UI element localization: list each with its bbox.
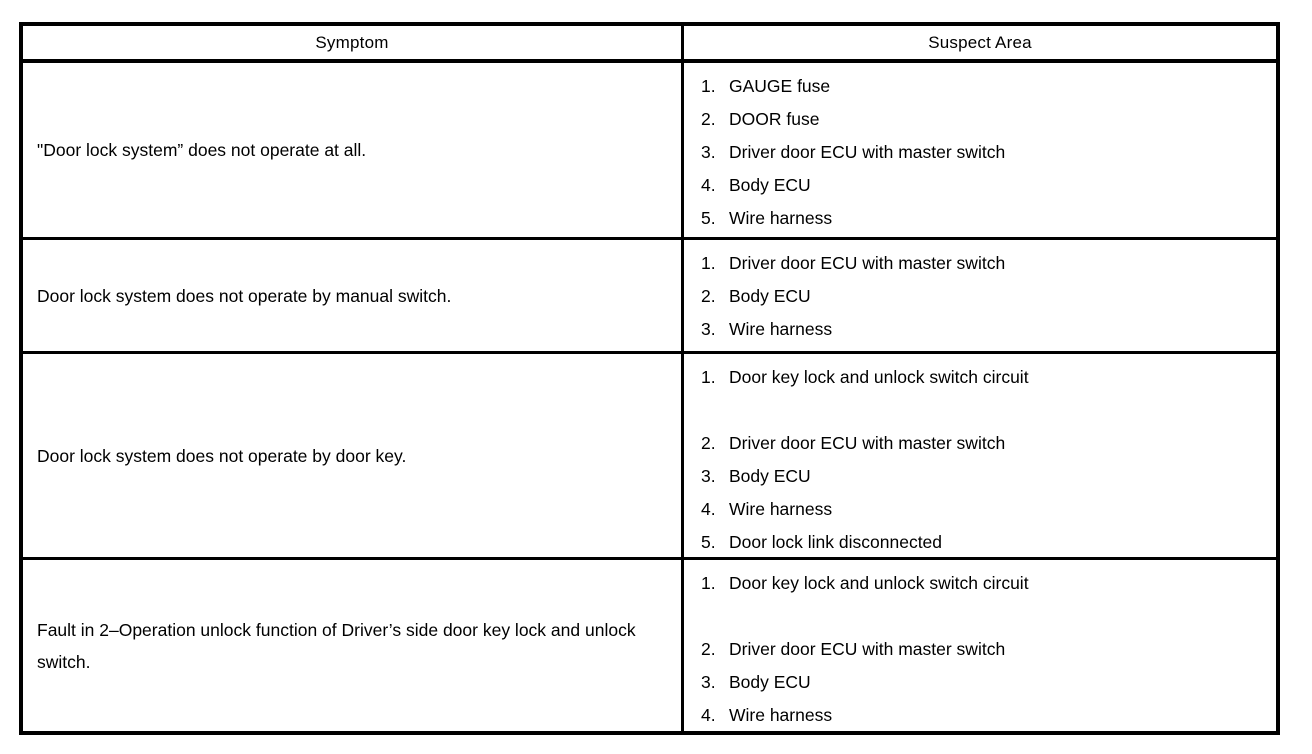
suspect-item-number: 5.	[701, 208, 716, 228]
suspect-item: 4. Wire harness	[701, 493, 1270, 526]
table-row: Fault in 2–Operation unlock function of …	[23, 557, 1276, 731]
suspect-item: 2. Driver door ECU with master switch	[701, 427, 1270, 460]
suspect-item: 3. Driver door ECU with master switch	[701, 136, 1270, 169]
suspect-item-text: Driver door ECU with master switch	[729, 253, 1006, 273]
suspect-item-number: 1.	[701, 367, 716, 387]
table-row: Door lock system does not operate by doo…	[23, 351, 1276, 557]
header-cell-symptom: Symptom	[23, 26, 684, 59]
suspect-item-text: Driver door ECU with master switch	[729, 639, 1006, 659]
suspect-item-text: Door lock link disconnected	[729, 532, 943, 552]
symptom-cell: Door lock system does not operate by doo…	[23, 354, 684, 557]
suspect-item-text: Body ECU	[729, 466, 811, 486]
header-cell-suspect-area: Suspect Area	[928, 32, 1032, 52]
suspect-area-cell: 1. GAUGE fuse 2. DOOR fuse 3. Driver doo…	[684, 63, 1276, 237]
suspect-item: 5. Door lock link disconnected	[701, 526, 1270, 559]
table-header-row: Symptom Suspect Area	[23, 26, 1276, 63]
suspect-item: 4. Body ECU	[701, 169, 1270, 202]
symptom-text: "Door lock system” does not operate at a…	[37, 140, 367, 160]
suspect-item-number: 1.	[701, 253, 716, 273]
suspect-item: 1. Door key lock and unlock switch circu…	[701, 567, 1270, 600]
suspect-item-number: 2.	[701, 433, 716, 453]
suspect-area-cell: 1. Driver door ECU with master switch 2.…	[684, 240, 1276, 351]
suspect-item-number: 4.	[701, 705, 716, 725]
suspect-item-text: Body ECU	[729, 286, 811, 306]
suspect-item-text: Wire harness	[729, 499, 833, 519]
suspect-item-number: 1.	[701, 76, 716, 96]
suspect-item: 2. DOOR fuse	[701, 103, 1270, 136]
suspect-area-cell: 1. Door key lock and unlock switch circu…	[684, 354, 1276, 557]
suspect-item: 2. Driver door ECU with master switch	[701, 633, 1270, 666]
suspect-item-number: 2.	[701, 639, 716, 659]
suspect-item-text: Body ECU	[729, 672, 811, 692]
symptom-cell: "Door lock system” does not operate at a…	[23, 63, 684, 237]
suspect-item-text: Door key lock and unlock switch circuit	[729, 573, 1029, 593]
suspect-item-number: 2.	[701, 109, 716, 129]
suspect-item: 2. Body ECU	[701, 280, 1270, 313]
suspect-item-text: Body ECU	[729, 175, 811, 195]
suspect-item: 1. Driver door ECU with master switch	[701, 247, 1270, 280]
symptom-suspect-table: Symptom Suspect Area "Door lock system” …	[19, 22, 1280, 735]
symptom-text: Door lock system does not operate by man…	[37, 285, 452, 306]
suspect-item-number: 3.	[701, 672, 716, 692]
suspect-item: 3. Body ECU	[701, 460, 1270, 493]
symptom-cell: Door lock system does not operate by man…	[23, 240, 684, 351]
suspect-item-text: Driver door ECU with master switch	[729, 142, 1006, 162]
suspect-item-text: Wire harness	[729, 208, 833, 228]
suspect-item-number: 3.	[701, 142, 716, 162]
symptom-cell: Fault in 2–Operation unlock function of …	[23, 560, 684, 731]
suspect-item-number: 5.	[701, 532, 716, 552]
suspect-area-cell: 1. Door key lock and unlock switch circu…	[684, 560, 1276, 731]
suspect-item-number: 3.	[701, 466, 716, 486]
symptom-text: Fault in 2–Operation unlock function of …	[37, 619, 636, 672]
symptom-text: Door lock system does not operate by doo…	[37, 445, 407, 466]
suspect-item: 3. Body ECU	[701, 666, 1270, 699]
suspect-item-text: Wire harness	[729, 319, 833, 339]
suspect-item-number: 2.	[701, 286, 716, 306]
suspect-item: 1. Door key lock and unlock switch circu…	[701, 361, 1270, 394]
suspect-item-number: 4.	[701, 499, 716, 519]
suspect-item-text: DOOR fuse	[729, 109, 820, 129]
suspect-item: 1. GAUGE fuse	[701, 70, 1270, 103]
table-row: Door lock system does not operate by man…	[23, 237, 1276, 351]
suspect-item: 4. Wire harness	[701, 699, 1270, 732]
suspect-item-text: Door key lock and unlock switch circuit	[729, 367, 1029, 387]
suspect-item: 5. Wire harness	[701, 202, 1270, 235]
table-row: "Door lock system” does not operate at a…	[23, 63, 1276, 237]
suspect-item: 3. Wire harness	[701, 313, 1270, 346]
suspect-item-text: Wire harness	[729, 705, 833, 725]
suspect-item-number: 4.	[701, 175, 716, 195]
suspect-item-text: Driver door ECU with master switch	[729, 433, 1006, 453]
suspect-item-number: 3.	[701, 319, 716, 339]
suspect-item-text: GAUGE fuse	[729, 76, 831, 96]
suspect-item-number: 1.	[701, 573, 716, 593]
